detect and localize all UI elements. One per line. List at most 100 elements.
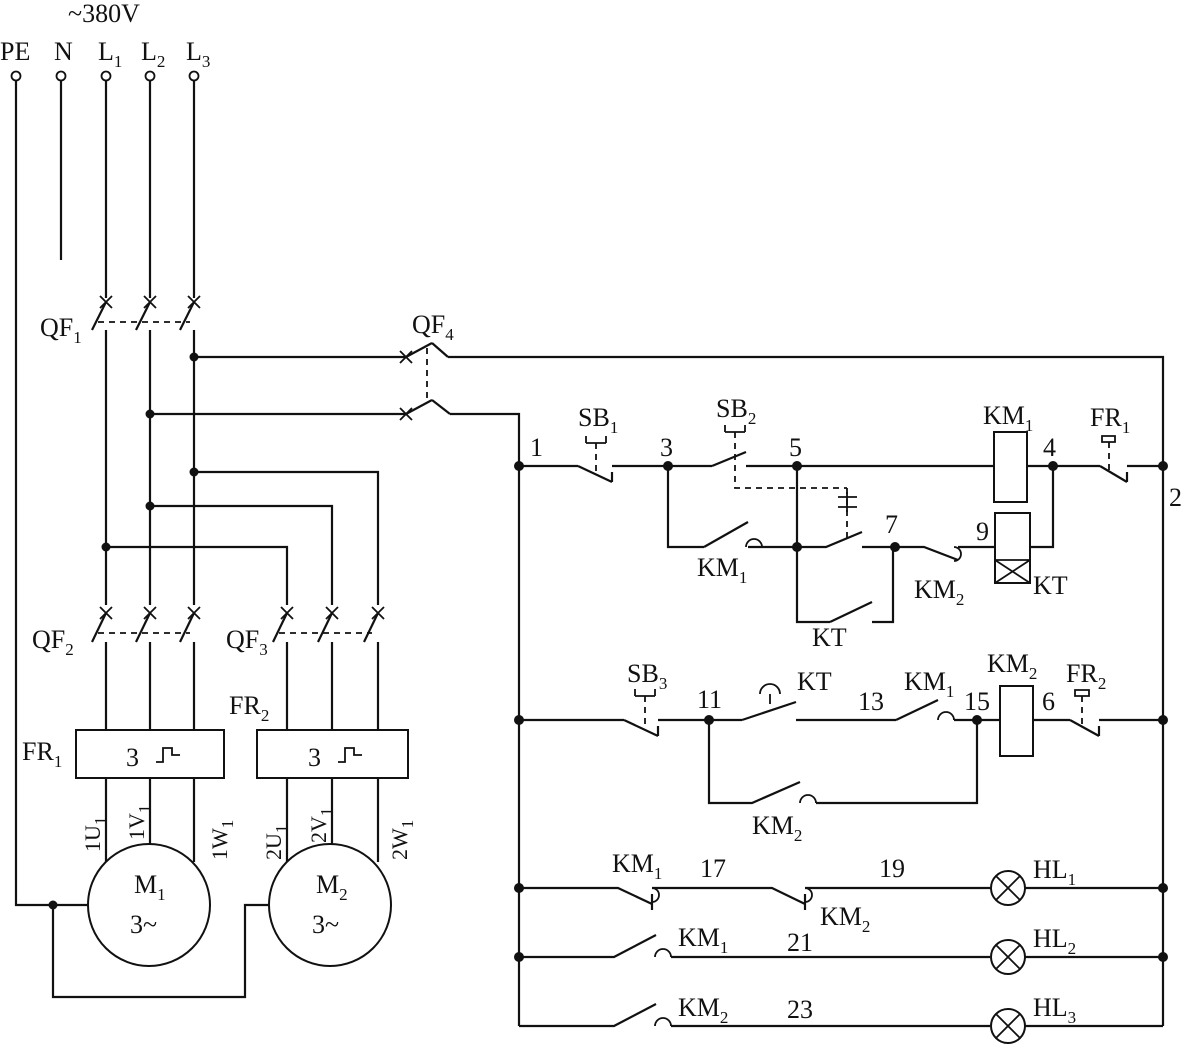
terminal-n-label: N (54, 37, 73, 66)
kt-delay-icon (759, 683, 781, 704)
m2-leads (285, 778, 380, 862)
fr2-thermal-icon (338, 747, 362, 763)
qf3-feed-l2 (150, 504, 334, 605)
km2-lamp-label: KM2 (820, 902, 870, 936)
fr1-nc-contact (1099, 435, 1129, 483)
m1-leads (104, 778, 196, 862)
fr1-label: FR1 (22, 737, 62, 771)
kt-contact-bottom (829, 547, 895, 624)
control-junctions (514, 461, 1168, 962)
km1-no-lamp-contact (519, 934, 657, 959)
node-23: 23 (787, 995, 813, 1024)
sb3-label: SB3 (627, 659, 667, 693)
qf3-feed-l1 (106, 545, 289, 605)
motor-ground-bond (51, 903, 269, 999)
node-13: 13 (858, 687, 884, 716)
km2-hold-return (816, 720, 979, 805)
fr1-contact-label: FR1 (1090, 403, 1130, 437)
node-2: 2 (1169, 483, 1182, 512)
qf4-breaker (399, 342, 451, 421)
power-junctions (101, 352, 199, 552)
node-5: 5 (789, 433, 802, 462)
terminal-pe-label: PE (0, 37, 30, 66)
hl1-lamp-icon (990, 870, 1026, 906)
pe-conductor (14, 81, 53, 907)
node-19: 19 (879, 854, 905, 883)
fr1-thermal-icon (156, 747, 180, 763)
sb2-start-button (711, 425, 847, 489)
qf3-breaker (272, 606, 385, 730)
kt-contact-label: KT (812, 623, 847, 652)
kt-coil-return (1030, 466, 1055, 549)
km2-coil (999, 685, 1034, 757)
km2-hold-delay-icon (799, 794, 817, 804)
km2-coil-label: KM2 (987, 649, 1037, 683)
km2-no-lamp-icon (654, 1017, 672, 1027)
km2-nc-contact (895, 545, 959, 562)
qf1-breaker (91, 295, 201, 340)
node-15: 15 (964, 687, 990, 716)
sb3-stop-button (623, 689, 660, 737)
m1-lead-1w1: 1W1 (207, 820, 237, 860)
qf3-label: QF3 (226, 625, 268, 659)
node-4: 4 (1043, 433, 1056, 462)
km1-no-contact-rung3 (895, 699, 939, 721)
sb2-second-head-icon (838, 492, 857, 512)
km2-hold-contact (707, 720, 801, 805)
qf3-feed-l3 (194, 470, 380, 605)
fr2-symbol-count: 3 (308, 743, 321, 772)
terminal-l3-label: L3 (186, 37, 210, 71)
terminal-l1-label: L1 (98, 37, 122, 71)
sb1-label: SB1 (578, 403, 618, 437)
ground-junction (48, 900, 58, 910)
km1-lamp-label: KM1 (612, 849, 662, 883)
km1-coil-label: KM1 (983, 401, 1033, 435)
qf2-breaker (91, 606, 201, 730)
hl3-lamp-icon (990, 1008, 1026, 1044)
sb1-stop-button (577, 436, 614, 483)
node-9: 9 (976, 517, 989, 546)
qf1-load-buses (104, 340, 196, 605)
km2-no-lamp-contact (519, 1003, 657, 1028)
km2-hold-label: KM2 (752, 811, 802, 845)
kt-coil-label: KT (1033, 571, 1068, 600)
control-line-1 (450, 412, 521, 1026)
motor-m2-phase: 3~ (312, 910, 339, 939)
km1-hold-delay-icon (745, 538, 763, 548)
qf2-label: QF2 (32, 625, 74, 659)
fr2-contact-label: FR2 (1066, 659, 1106, 693)
phase-conductors (104, 81, 196, 298)
km1-rung3-delay-icon (937, 711, 955, 721)
hl3-label: HL3 (1033, 993, 1076, 1027)
node-3: 3 (660, 433, 673, 462)
km1-nc-lamp-contact (519, 886, 653, 905)
km1-no-lamp-icon (654, 948, 672, 958)
km1-hold-contact (703, 521, 749, 548)
motor-m2 (268, 843, 392, 967)
km1-coil (993, 431, 1028, 503)
node-21: 21 (787, 928, 813, 957)
supply-voltage-label: ~380V (68, 0, 140, 28)
sb2-second-contact (797, 530, 863, 549)
qf4-label: QF4 (412, 310, 454, 344)
node-numbers: 1 2 3 4 5 6 7 9 11 13 15 17 19 21 23 (530, 433, 1182, 1024)
node-17: 17 (700, 854, 726, 883)
hl2-label: HL2 (1033, 924, 1076, 958)
motor-m1-phase: 3~ (130, 910, 157, 939)
terminal-l2-label: L2 (141, 37, 165, 71)
kt-delay-contact (741, 700, 797, 722)
supply-terminals (10, 70, 200, 82)
km2-nc-lamp-contact (652, 886, 806, 905)
node5-vertical (795, 466, 830, 624)
control-line-2 (448, 355, 1165, 1026)
km1-lamp2-label: KM1 (678, 923, 728, 957)
node-11: 11 (697, 685, 722, 714)
fr2-block (256, 729, 409, 779)
km1-hold-label: KM1 (697, 553, 747, 587)
node-1: 1 (530, 433, 543, 462)
hl1-label: HL1 (1033, 855, 1076, 889)
km1-rung3-label: KM1 (904, 667, 954, 701)
sb2-label: SB2 (716, 394, 756, 428)
